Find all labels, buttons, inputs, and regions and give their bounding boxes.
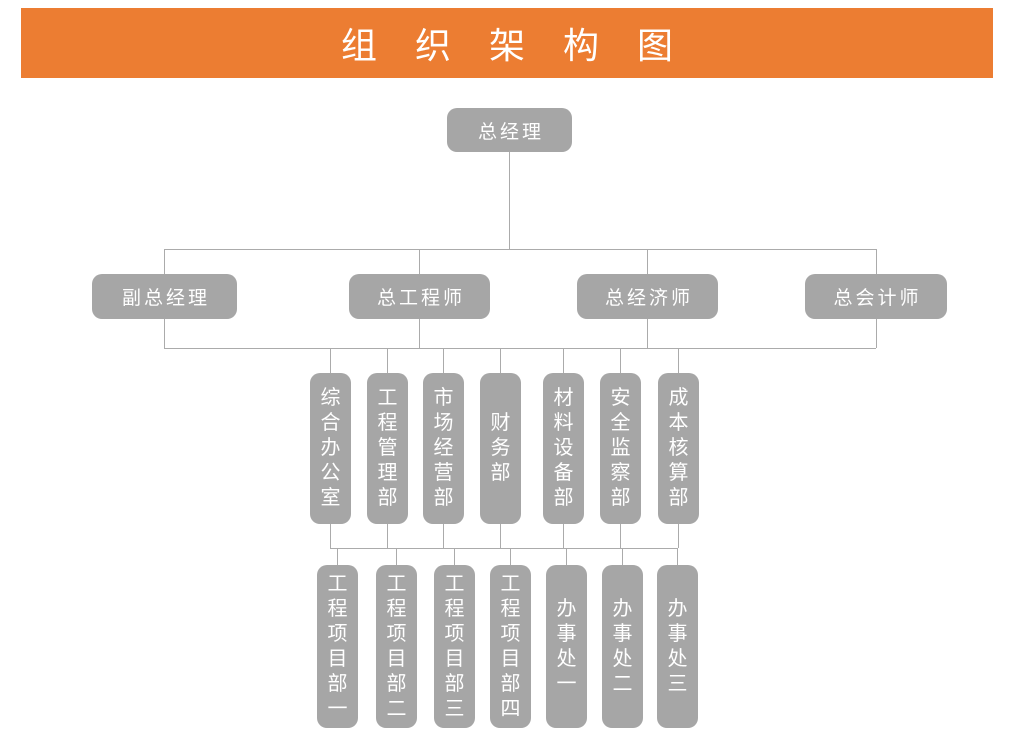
connector-l3-out-2 xyxy=(387,524,388,548)
connector-l3-drop-3 xyxy=(443,348,444,373)
node-market-operations-dept: 市场经营部 xyxy=(423,373,464,524)
connector-l3-out-6 xyxy=(620,524,621,548)
node-project-dept-4: 工程项目部四 xyxy=(490,565,531,728)
connector-l3-drop-1 xyxy=(330,348,331,373)
node-label: 副总经理 xyxy=(121,288,210,309)
node-label: 工程项目部三 xyxy=(444,572,465,720)
node-chief-economist: 总经济师 xyxy=(577,274,718,319)
node-label: 材料设备部 xyxy=(553,387,574,509)
node-office-1: 办事处一 xyxy=(546,565,587,728)
node-label: 总经济师 xyxy=(604,288,693,309)
connector-l3-out-5 xyxy=(563,524,564,548)
node-label: 总会计师 xyxy=(833,288,922,309)
node-label: 工程项目部二 xyxy=(386,572,407,720)
node-engineering-management-dept: 工程管理部 xyxy=(367,373,408,524)
node-label: 办事处二 xyxy=(612,597,633,695)
node-project-dept-1: 工程项目部一 xyxy=(317,565,358,728)
connector-l3-drop-7 xyxy=(678,348,679,373)
node-label: 工程项目部一 xyxy=(327,572,348,720)
connector-l4-drop-7 xyxy=(677,548,678,565)
connector-l3-drop-4 xyxy=(500,348,501,373)
connector-l3-out-4 xyxy=(500,524,501,548)
node-label: 总工程师 xyxy=(376,288,465,309)
connector-l4-drop-4 xyxy=(510,548,511,565)
connector-l3-out-3 xyxy=(443,524,444,548)
node-deputy-general-manager: 副总经理 xyxy=(92,274,237,319)
connector-l4-drop-1 xyxy=(337,548,338,565)
node-safety-supervision-dept: 安全监察部 xyxy=(600,373,641,524)
node-office-3: 办事处三 xyxy=(657,565,698,728)
node-chief-engineer: 总工程师 xyxy=(349,274,490,319)
connector-l4-top-rail xyxy=(330,548,678,549)
connector-l4-drop-3 xyxy=(454,548,455,565)
page-title: 组 织 架 构 图 xyxy=(340,25,687,66)
node-project-dept-3: 工程项目部三 xyxy=(434,565,475,728)
connector-l3-top-rail xyxy=(164,348,876,349)
connector-l3-drop-5 xyxy=(563,348,564,373)
connector-l1-drop xyxy=(509,152,510,249)
connector-l3-out-7 xyxy=(678,524,679,548)
node-cost-accounting-dept: 成本核算部 xyxy=(658,373,699,524)
node-label: 工程项目部四 xyxy=(500,572,521,720)
connector-l2-top-rail xyxy=(164,249,876,250)
node-label: 成本核算部 xyxy=(668,387,689,509)
node-general-office: 综合办公室 xyxy=(310,373,351,524)
node-label: 财务部 xyxy=(490,412,511,484)
node-finance-dept: 财务部 xyxy=(480,373,521,524)
node-label: 办事处三 xyxy=(667,597,688,695)
node-office-2: 办事处二 xyxy=(602,565,643,728)
node-label: 安全监察部 xyxy=(610,387,631,509)
node-chief-accountant: 总会计师 xyxy=(805,274,947,319)
node-materials-equipment-dept: 材料设备部 xyxy=(543,373,584,524)
node-label: 综合办公室 xyxy=(320,387,341,509)
node-label: 市场经营部 xyxy=(433,387,454,509)
node-general-manager: 总经理 xyxy=(447,108,572,152)
node-label: 办事处一 xyxy=(556,597,577,695)
connector-l4-drop-2 xyxy=(396,548,397,565)
connector-l4-drop-5 xyxy=(566,548,567,565)
node-label: 总经理 xyxy=(477,121,544,143)
node-label: 工程管理部 xyxy=(377,387,398,509)
connector-l4-drop-6 xyxy=(622,548,623,565)
connector-l3-out-1 xyxy=(330,524,331,548)
connector-l3-drop-2 xyxy=(387,348,388,373)
title-banner: 组 织 架 构 图 xyxy=(21,8,993,78)
node-project-dept-2: 工程项目部二 xyxy=(376,565,417,728)
connector-l3-drop-6 xyxy=(620,348,621,373)
